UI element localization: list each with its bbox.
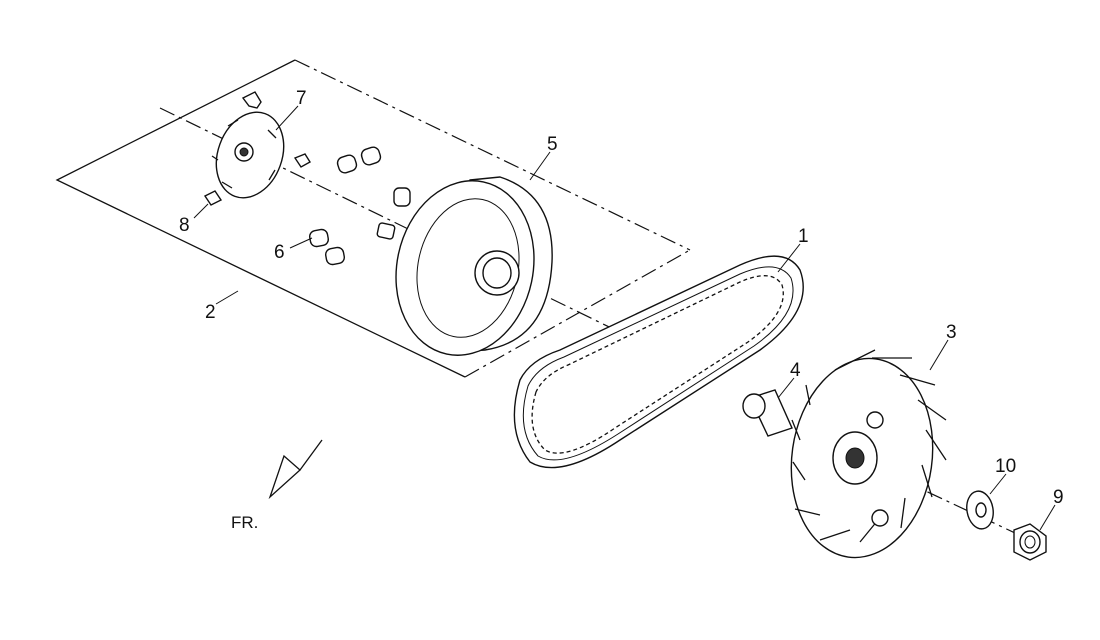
callout-4: 4 <box>790 360 801 381</box>
callout-labels: 1 2 3 4 5 6 7 8 9 10 <box>179 88 1064 508</box>
collar <box>742 389 793 437</box>
drive-belt <box>513 255 804 469</box>
callout-2: 2 <box>205 302 216 323</box>
nut <box>1013 523 1047 561</box>
assembly-group-outline <box>55 59 691 378</box>
slider-pieces <box>203 91 311 206</box>
callout-10: 10 <box>995 456 1016 477</box>
callout-7: 7 <box>296 88 307 109</box>
callout-6: 6 <box>274 242 285 263</box>
callout-5: 5 <box>547 134 558 155</box>
callout-9: 9 <box>1053 487 1064 508</box>
weight-rollers <box>308 146 411 266</box>
washer <box>966 490 994 530</box>
callout-8: 8 <box>179 215 190 236</box>
callout-leaders <box>193 105 1056 531</box>
front-direction-label: FR. <box>231 513 258 532</box>
ramp-plate <box>211 111 285 199</box>
movable-drive-face <box>395 176 553 356</box>
drive-face-fan <box>790 349 947 559</box>
callout-3: 3 <box>946 322 957 343</box>
front-direction-arrow: FR. <box>231 439 323 532</box>
callout-1: 1 <box>798 226 809 247</box>
